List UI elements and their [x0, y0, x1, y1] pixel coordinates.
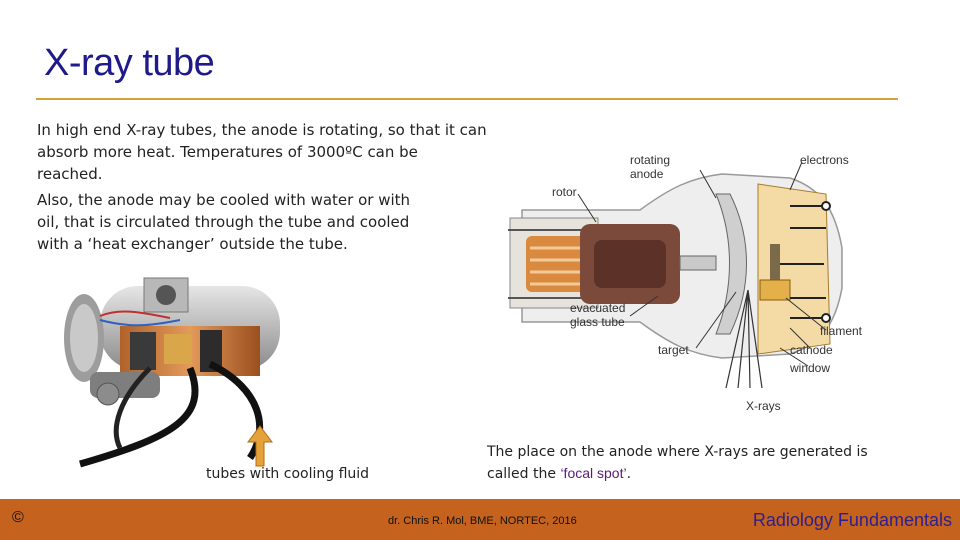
paragraph-rotating-anode: In high end X-ray tubes, the anode is ro…	[37, 121, 487, 183]
paragraph-cooling: Also, the anode may be cooled with water…	[37, 191, 411, 253]
author-credit: dr. Chris R. Mol, BME, NORTEC, 2016	[388, 515, 577, 527]
xray-tube-photo	[64, 277, 280, 468]
label-rotating-anode-2: anode	[630, 167, 664, 181]
label-xrays: X-rays	[746, 399, 781, 413]
caption-cooling-tubes: tubes with cooling fluid	[206, 466, 370, 482]
label-window: window	[789, 361, 830, 375]
title-divider	[36, 98, 898, 100]
label-rotor: rotor	[552, 185, 577, 199]
caption-focal-prefix: The place on the anode where X-rays are …	[487, 444, 868, 482]
label-target: target	[658, 343, 689, 357]
brand-name: Radiology Fundamentals	[752, 510, 952, 530]
footer-bar: © dr. Chris R. Mol, BME, NORTEC, 2016 Ra…	[0, 499, 960, 540]
copyright-symbol: ©	[12, 509, 24, 526]
label-filament: filament	[820, 324, 863, 338]
label-evacuated-1: evacuated	[570, 301, 625, 315]
caption-focal-spot: The place on the anode where X-rays are …	[487, 442, 887, 485]
label-evacuated-2: glass tube	[570, 315, 625, 329]
focal-spot-highlight: ‘focal spot’	[560, 465, 627, 481]
label-rotating-anode-1: rotating	[630, 153, 670, 167]
label-electrons: electrons	[800, 153, 849, 167]
slide-title: X-ray tube	[44, 42, 215, 84]
caption-focal-suffix: .	[626, 466, 632, 482]
xray-tube-diagram: rotating anode electrons rotor evacuated…	[490, 148, 880, 420]
pointer-arrow	[247, 425, 273, 467]
label-cathode: cathode	[790, 343, 833, 357]
